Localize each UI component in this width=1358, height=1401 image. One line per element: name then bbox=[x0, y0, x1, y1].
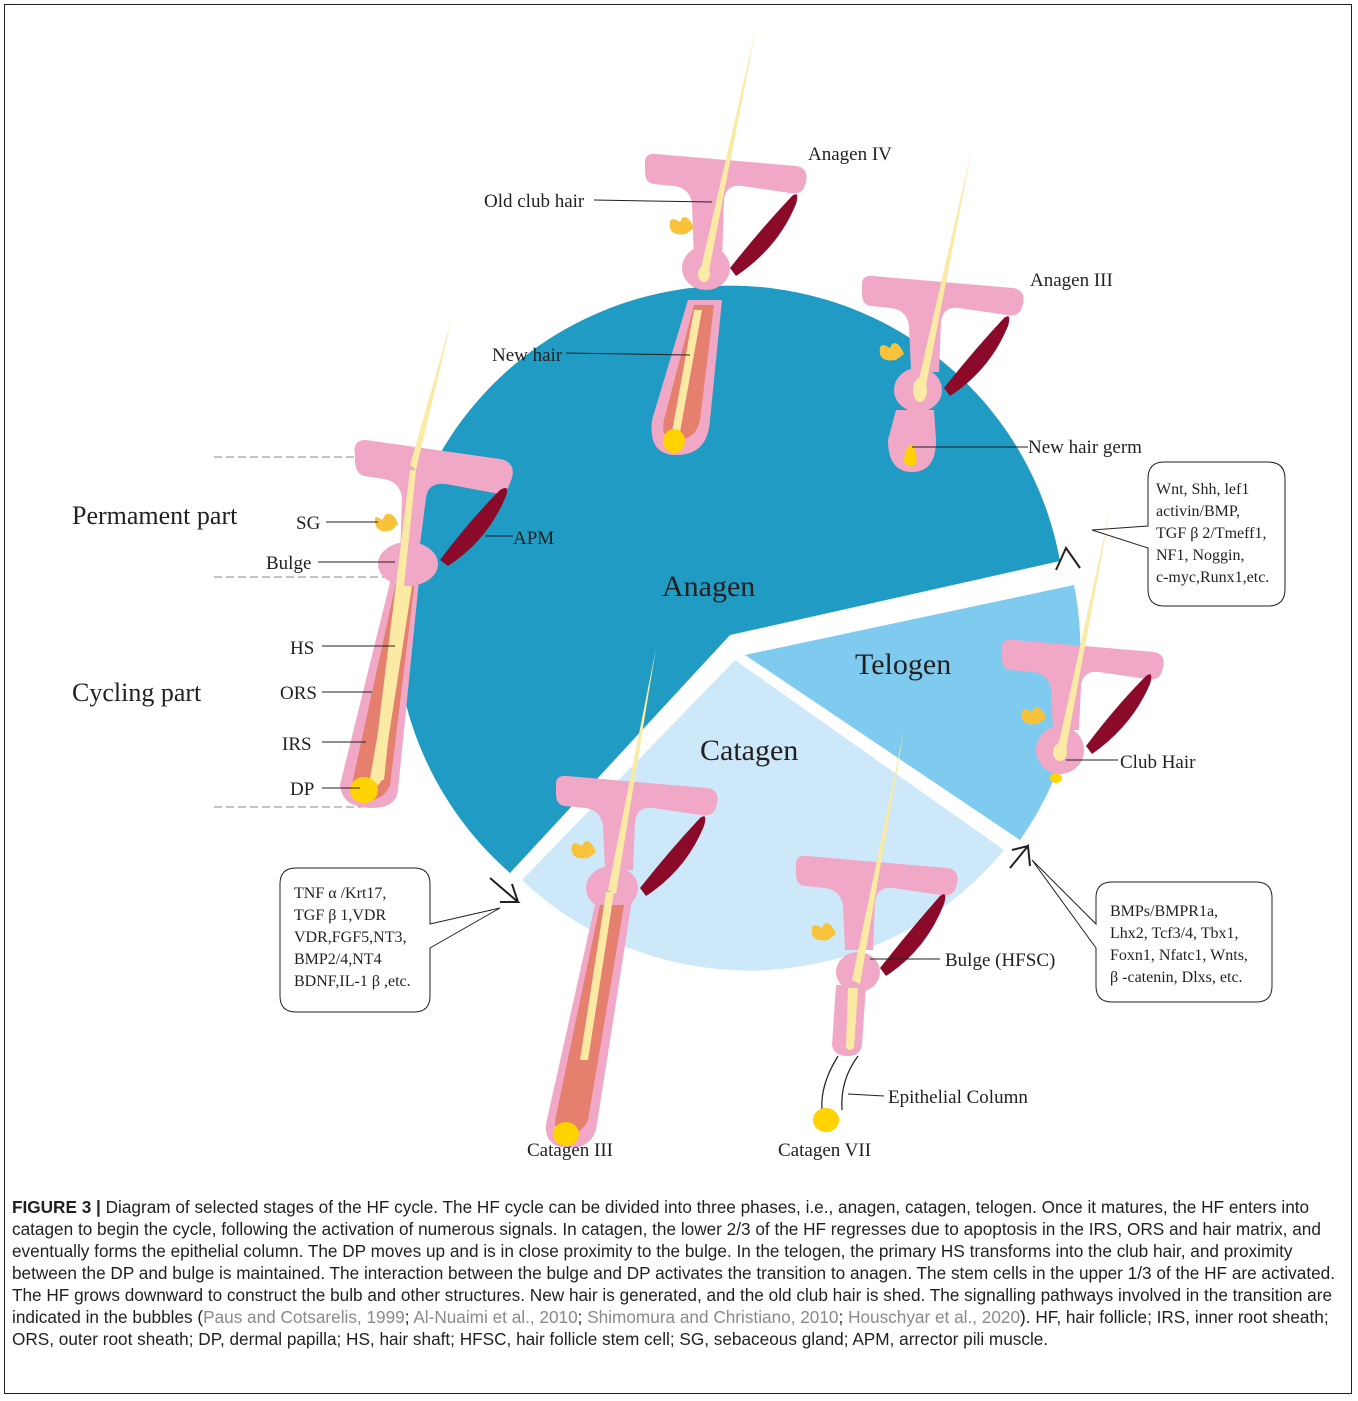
anagen-signal-line: Wnt, Shh, lef1 bbox=[1156, 481, 1249, 498]
anagen-signal-line: NF1, Noggin, bbox=[1156, 547, 1244, 564]
new-hair-germ-label: New hair germ bbox=[1028, 437, 1142, 458]
club-hair-label: Club Hair bbox=[1120, 752, 1196, 773]
epithelial-column-label: Epithelial Column bbox=[888, 1087, 1028, 1108]
bubble-anagen-signals: Wnt, Shh, lef1 activin/BMP, TGF β 2/Tmef… bbox=[1092, 462, 1285, 606]
sg-label: SG bbox=[296, 513, 321, 534]
catagen-iii-label: Catagen III bbox=[527, 1140, 613, 1161]
ors-label: ORS bbox=[280, 683, 317, 704]
catagen-signal-line: BMP2/4,NT4 bbox=[294, 951, 382, 968]
hair-cycle-diagram: Anagen Telogen Catagen Permament part Cy… bbox=[0, 0, 1358, 1190]
anagen-iii-label: Anagen III bbox=[1030, 270, 1113, 291]
irs-label: IRS bbox=[282, 734, 312, 755]
anagen-label: Anagen bbox=[662, 570, 755, 603]
arrow-to-catagen bbox=[490, 878, 518, 902]
bubble-catagen-signals: TNF α /Krt17, TGF β 1,VDR VDR,FGF5,NT3, … bbox=[280, 868, 500, 1012]
caption-separator: ; bbox=[578, 1307, 588, 1327]
figure-caption: FIGURE 3 | Diagram of selected stages of… bbox=[12, 1196, 1340, 1350]
caption-label: FIGURE 3 | bbox=[12, 1197, 101, 1217]
telogen-signal-line: BMPs/BMPR1a, bbox=[1110, 903, 1218, 920]
telogen-signal-line: Lhx2, Tcf3/4, Tbx1, bbox=[1110, 925, 1239, 942]
caption-separator: ; bbox=[839, 1307, 849, 1327]
catagen-signal-line: BDNF,IL-1 β ,etc. bbox=[294, 973, 411, 990]
catagen-signal-line: VDR,FGF5,NT3, bbox=[294, 929, 406, 946]
citation-link[interactable]: Paus and Cotsarelis, 1999 bbox=[203, 1307, 405, 1327]
anagen-signal-line: c-myc,Runx1,etc. bbox=[1156, 569, 1269, 586]
anagen-iv-label: Anagen IV bbox=[808, 144, 892, 165]
apm-label: APM bbox=[513, 528, 554, 549]
citation-link[interactable]: Shimomura and Christiano, 2010 bbox=[587, 1307, 838, 1327]
phase-wheel bbox=[395, 286, 1080, 971]
citation-link[interactable]: Houschyar et al., 2020 bbox=[848, 1307, 1020, 1327]
old-club-hair-label: Old club hair bbox=[484, 191, 585, 212]
catagen-signal-line: TGF β 1,VDR bbox=[294, 907, 386, 924]
telogen-signal-line: Foxn1, Nfatc1, Wnts, bbox=[1110, 947, 1248, 964]
bulge-label: Bulge bbox=[266, 553, 311, 574]
citation-link[interactable]: Al-Nuaimi et al., 2010 bbox=[413, 1307, 577, 1327]
dp-label: DP bbox=[290, 779, 314, 800]
arrow-to-telogen bbox=[1010, 846, 1030, 868]
anagen-signal-line: activin/BMP, bbox=[1156, 503, 1240, 520]
cycling-part-label: Cycling part bbox=[72, 678, 202, 707]
bulge-hfsc-label: Bulge (HFSC) bbox=[945, 950, 1055, 971]
catagen-vii-label: Catagen VII bbox=[778, 1140, 871, 1161]
catagen-label: Catagen bbox=[700, 734, 798, 767]
telogen-label: Telogen bbox=[855, 648, 951, 681]
catagen-signal-line: TNF α /Krt17, bbox=[294, 885, 386, 902]
bubble-telogen-signals: BMPs/BMPR1a, Lhx2, Tcf3/4, Tbx1, Foxn1, … bbox=[1032, 860, 1272, 1002]
permanent-part-label: Permament part bbox=[72, 501, 238, 530]
telogen-signal-line: β -catenin, Dlxs, etc. bbox=[1110, 969, 1243, 986]
anagen-signal-line: TGF β 2/Tmeff1, bbox=[1156, 525, 1267, 542]
new-hair-label: New hair bbox=[492, 345, 563, 366]
hs-label: HS bbox=[290, 638, 314, 659]
